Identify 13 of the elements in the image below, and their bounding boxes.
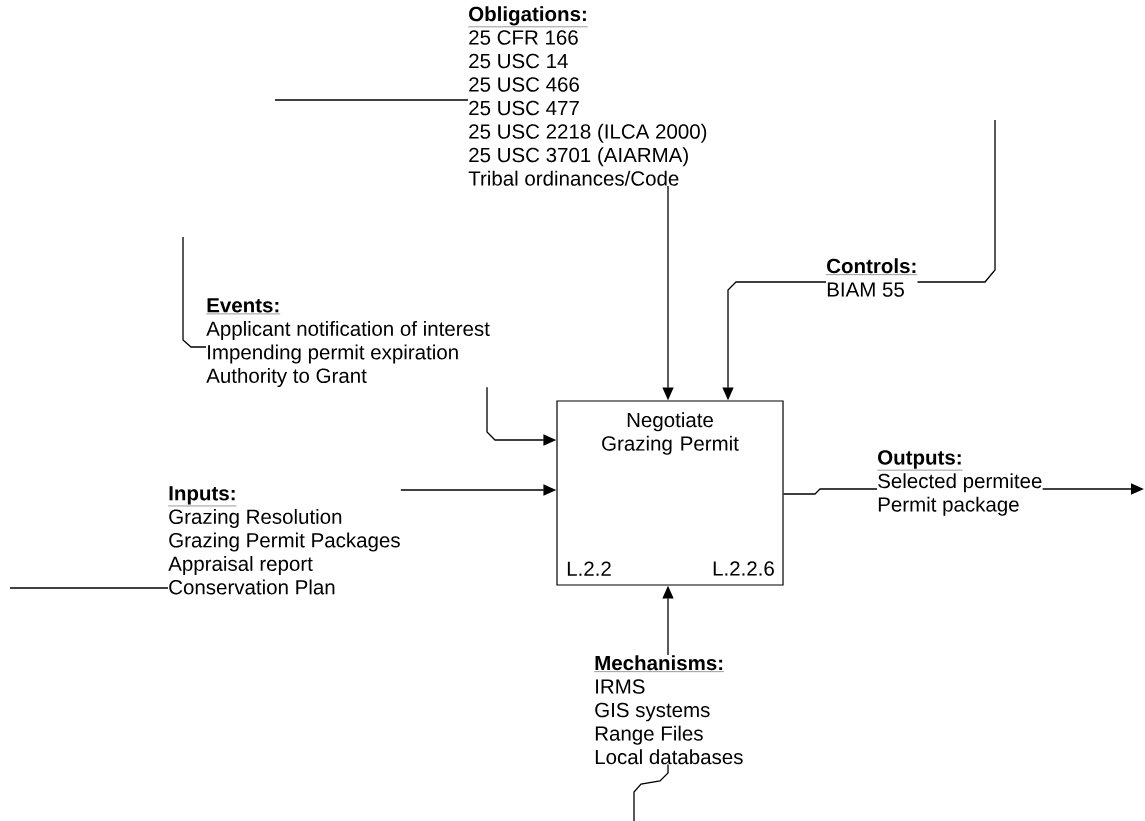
text-block: Inputs: Grazing Resolution Grazing Permit Packages Appraisal report Conservation Plan [168, 486, 400, 595]
process-box: Negotiate Grazing Permit L.2.2 L.2.2.6 [556, 400, 784, 586]
connector-line [182, 236, 207, 348]
text-block: Events: Applicant notification of interest Impending permit expiration Authority to Grant [206, 298, 490, 388]
connector-line [9, 587, 169, 589]
text-block: Obligations: 25 CFR 166 25 USC 14 25 USC 466 25 USC 477 25 USC 2218 (ILCA 2000) 25 USC 3701 (AIARMA) Tribal ordinances/Code [468, 6, 707, 186]
text-block: Mechanisms: IRMS GIS systems Range Files Local databases [594, 655, 743, 765]
connector-line [633, 763, 669, 821]
connector-line [274, 99, 469, 101]
text-block: Controls: BIAM 55 [826, 258, 918, 297]
connector-line [782, 488, 878, 495]
text-block: Outputs: Selected permitee Permit package [877, 450, 1042, 516]
connector-line [916, 119, 996, 283]
